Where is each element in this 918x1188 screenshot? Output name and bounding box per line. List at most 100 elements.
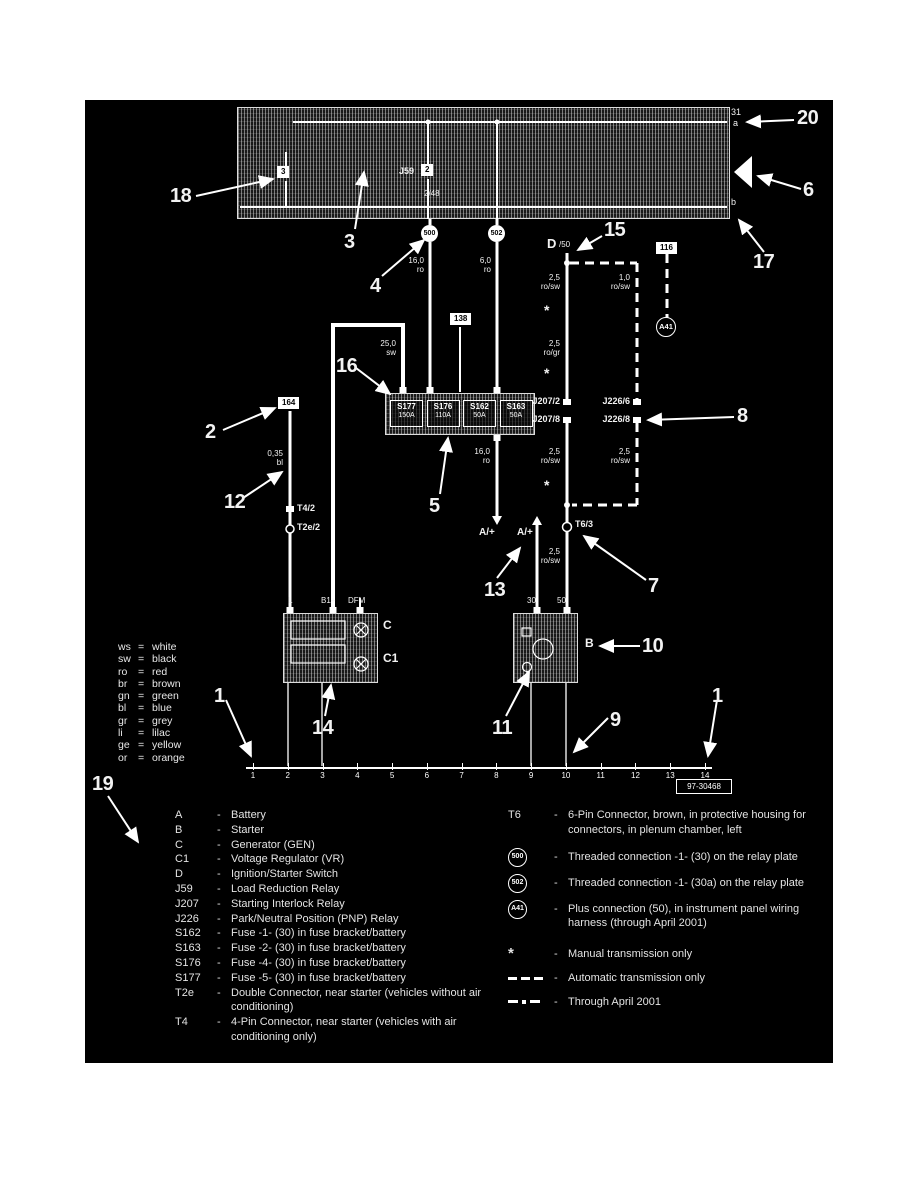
track-position-8: 8	[490, 763, 502, 780]
wire-color-label: ro/sw	[540, 556, 560, 565]
battery-plus-label: A/+	[479, 527, 495, 538]
wire-color-label: ro/sw	[610, 282, 630, 291]
callout-14: 14	[312, 717, 334, 739]
callout-1-left: 1	[214, 685, 225, 707]
callout-4: 4	[370, 275, 381, 297]
bus-a-label: a	[733, 118, 739, 128]
wire-color-label: ro	[416, 265, 424, 274]
502-circle-icon: 502	[508, 873, 527, 893]
relay-j207-pin8-label: J207/8	[532, 414, 560, 424]
callout-11: 11	[492, 717, 513, 739]
starter-pin-50-label: 50	[557, 596, 566, 605]
legend-item-*: *-Manual transmission only	[508, 945, 693, 963]
legend-item-T4: T4-4-Pin Connector, near starter (vehicl…	[175, 1016, 457, 1043]
wire-size-label: 25,0	[380, 339, 396, 348]
relay-j207-pin2-label: J207/2	[532, 396, 560, 406]
legend-item-J226: J226-Park/Neutral Position (PNP) Relay	[175, 912, 399, 925]
wire-size-label: 2,5	[548, 273, 560, 282]
starter-box	[513, 613, 578, 683]
legend-item-500: 500-Threaded connection -1- (30) on the …	[508, 847, 826, 867]
connector-164: 164	[278, 397, 300, 409]
figure-number-box: 97-30468	[676, 779, 732, 794]
track-position-9: 9	[525, 763, 537, 780]
color-code-gr: gr=grey	[118, 714, 173, 727]
legend-item-T2e: T2e-Double Connector, near starter (vehi…	[175, 986, 482, 1014]
generator-pin-l-label: L	[288, 596, 293, 605]
track-position-6: 6	[421, 763, 433, 780]
wire-color-label: ro/gr	[543, 348, 560, 357]
callout-19: 19	[92, 773, 114, 795]
legend-item-A41: A41-Plus connection (50), in instrument …	[508, 899, 826, 932]
wire-size-label: 6,0	[479, 256, 491, 265]
manual-transmission-marker: *	[544, 365, 550, 381]
starter-label: B	[585, 636, 594, 650]
callout-9: 9	[610, 709, 621, 731]
callout-20: 20	[797, 107, 819, 129]
callout-5: 5	[429, 495, 440, 517]
plus-connection-a41: A41	[656, 317, 676, 337]
generator-pin-b1-label: B1+	[321, 596, 336, 605]
voltage-regulator-label: C1	[383, 651, 399, 665]
starter-pin-30-label: 30	[527, 596, 536, 605]
figure-number: 97-30468	[687, 782, 721, 791]
relay-slot-3: 3	[277, 166, 290, 178]
track-position-2: 2	[282, 763, 294, 780]
track-position-3: 3	[317, 763, 329, 780]
wire-size-label: 2,5	[548, 447, 560, 456]
color-code-br: br=brown	[118, 677, 181, 690]
color-code-gn: gn=green	[118, 690, 179, 703]
wire-size-label: 2,5	[618, 447, 630, 456]
wire-color-label: ro/sw	[540, 282, 560, 291]
threaded-connection-502: 502	[488, 225, 505, 242]
dashed-line-icon	[508, 971, 554, 986]
callout-16: 16	[336, 355, 358, 377]
color-code-or: or=orange	[118, 751, 185, 764]
wire-size-label: 1,0	[618, 273, 630, 282]
track-position-4: 4	[351, 763, 363, 780]
callout-12: 12	[224, 491, 246, 513]
color-code-bl: bl=blue	[118, 702, 172, 715]
color-code-ws: ws=white	[118, 641, 177, 653]
callout-2: 2	[205, 421, 216, 443]
wire-color-label: bl	[276, 458, 283, 467]
legend-item-T6: T6-6-Pin Connector, brown, in protective…	[508, 809, 806, 836]
code-label: T6	[508, 809, 521, 821]
wire-color-label: ro	[482, 456, 490, 465]
color-code-sw: sw=black	[118, 653, 177, 666]
connector-138: 138	[450, 313, 472, 325]
connector-t2e-2-label: T2e/2	[297, 522, 321, 532]
color-code-ge: ge=yellow	[118, 739, 182, 752]
legend-item-J207: J207-Starting Interlock Relay	[175, 897, 345, 910]
legend-item-C1: C1-Voltage Regulator (VR)	[175, 853, 345, 866]
callout-6: 6	[803, 179, 814, 201]
callout-10: 10	[642, 635, 664, 657]
terminal-50-label: /50	[559, 240, 571, 249]
callout-13: 13	[484, 579, 506, 601]
legend-item-D: D-Ignition/Starter Switch	[175, 868, 338, 881]
track-position-5: 5	[386, 763, 398, 780]
callout-3: 3	[344, 231, 355, 253]
track-position-10: 10	[561, 763, 571, 780]
color-code-li: li=lilac	[118, 727, 171, 740]
legend-item-dashed: -Automatic transmission only	[508, 971, 826, 986]
relay-j59-label: J59	[399, 166, 415, 176]
diagram-panel	[85, 100, 833, 1063]
legend-item-C: C-Generator (GEN)	[175, 838, 315, 851]
generator-pin-dfm-label: DFM	[348, 596, 366, 605]
relay-j226-pin6-label: J226/6	[602, 396, 630, 406]
track-position-12: 12	[631, 763, 640, 780]
generator-label: C	[383, 618, 392, 632]
callout-15: 15	[604, 219, 626, 241]
legend-item-502: 502-Threaded connection -1- (30a) on the…	[508, 873, 826, 893]
color-code-ro: ro=red	[118, 665, 168, 678]
legend-item-S163: S163-Fuse -2- (30) in fuse bracket/batte…	[175, 942, 406, 955]
relay-j59-position-label: 2/48	[424, 189, 440, 198]
legend-item-S176: S176-Fuse -4- (30) in fuse bracket/batte…	[175, 956, 406, 969]
wire-size-label: 0,35	[267, 449, 283, 458]
track-position-1: 1	[247, 763, 259, 780]
